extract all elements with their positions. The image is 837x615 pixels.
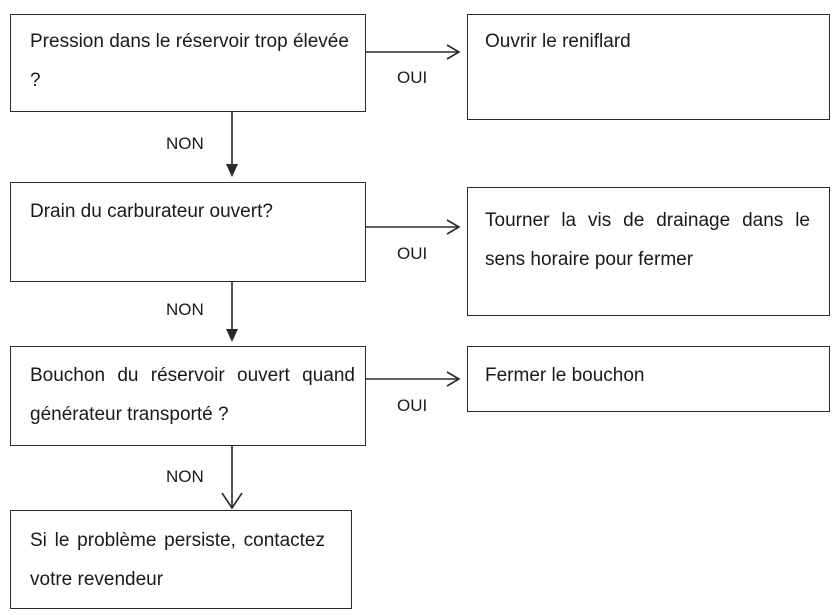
final-box: [10, 510, 352, 609]
non-label-2: NON: [166, 300, 204, 319]
final-text: Si le problème persiste, contactez votre…: [30, 530, 325, 590]
question-text-3: Bouchon du réservoir ouvert quand généra…: [30, 365, 355, 425]
question-box-3: [10, 346, 366, 446]
arrowhead-oui-2: [446, 219, 461, 235]
non-label-1: NON: [166, 134, 204, 153]
action-box-2: [467, 187, 830, 316]
non-label-3: NON: [166, 467, 204, 486]
arrowhead-non-1: [226, 164, 238, 177]
arrowhead-non-3: [221, 492, 243, 510]
action-text-3: Fermer le bouchon: [485, 365, 645, 386]
oui-label-2: OUI: [397, 244, 428, 263]
action-box-3: [467, 346, 830, 412]
action-text-2: Tourner la vis de drainage dans le sens …: [485, 210, 810, 270]
oui-label-3: OUI: [397, 396, 428, 415]
action-text-1: Ouvrir le reniflard: [485, 31, 631, 52]
question-text-2: Drain du carburateur ouvert?: [30, 201, 273, 222]
question-box-1: [10, 14, 366, 112]
question-box-2: [10, 182, 366, 282]
arrowhead-non-2: [226, 329, 238, 342]
oui-label-1: OUI: [397, 68, 428, 87]
question-text-1: Pression dans le réservoir trop élevée ?: [30, 31, 349, 91]
arrowhead-oui-1: [446, 44, 461, 60]
arrowhead-oui-3: [446, 371, 461, 387]
action-box-1: [467, 14, 830, 120]
